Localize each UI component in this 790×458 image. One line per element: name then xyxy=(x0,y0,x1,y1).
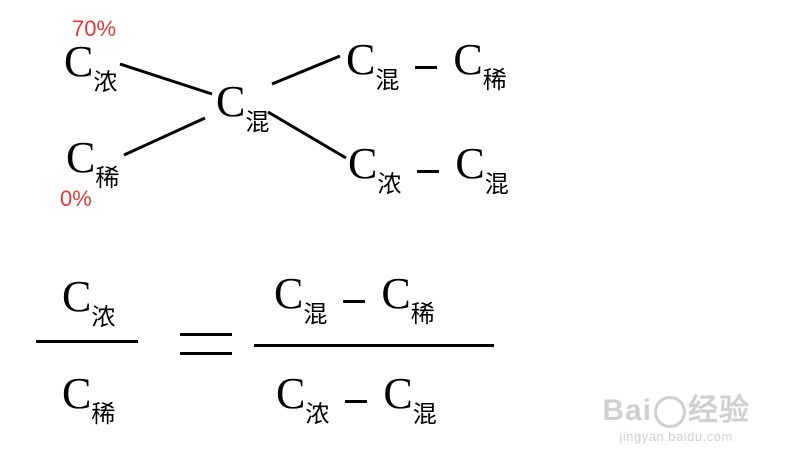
frac-left-numerator: C浓 xyxy=(62,272,116,331)
watermark: Bai 经验 jingyan.baidu.com xyxy=(602,385,750,444)
line-mix-to-bottom-diff xyxy=(267,110,347,160)
c-dilute: C稀 xyxy=(66,133,120,192)
watermark-brand-left: Bai xyxy=(602,394,652,427)
watermark-url: jingyan.baidu.com xyxy=(619,429,733,444)
frac-left-bar xyxy=(36,340,138,343)
minus-sign xyxy=(345,399,368,403)
frac-left-denominator: C稀 xyxy=(62,369,116,428)
frac-right-bar xyxy=(254,344,494,347)
minus-sign xyxy=(343,299,366,303)
equals-sign xyxy=(180,333,232,355)
c-concentrated: C浓 xyxy=(64,37,118,96)
line-dil-to-mix xyxy=(123,116,206,157)
minus-sign xyxy=(417,169,440,173)
minus-sign xyxy=(415,65,438,69)
c-mixed-center: C混 xyxy=(216,77,270,136)
percent-low: 0% xyxy=(60,186,92,211)
paw-icon xyxy=(654,396,686,429)
line-conc-to-mix xyxy=(119,62,213,96)
line-mix-to-top-diff xyxy=(271,54,341,86)
watermark-brand-right: 经验 xyxy=(688,394,750,427)
percent-high: 70% xyxy=(72,16,117,41)
